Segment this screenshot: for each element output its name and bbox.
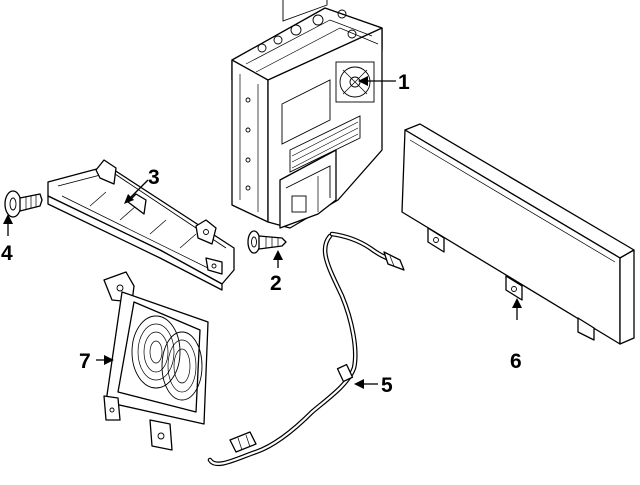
part-3-trim-bracket[interactable] <box>47 159 235 291</box>
part-2-screw[interactable] <box>247 230 287 254</box>
callout-3: 3 <box>124 166 160 204</box>
callout-1: 1 <box>358 71 410 94</box>
callout-5: 5 <box>354 374 393 397</box>
callout-7: 7 <box>79 350 114 373</box>
part-6-display-unit[interactable] <box>401 123 635 345</box>
part-4-screw[interactable] <box>4 190 43 218</box>
callout-6-label: 6 <box>510 350 522 373</box>
callout-2-label: 2 <box>270 272 282 295</box>
part-1-radio-module[interactable] <box>231 0 383 229</box>
callout-4: 4 <box>1 214 13 265</box>
callout-3-label: 3 <box>148 166 160 189</box>
callout-1-label: 1 <box>398 71 410 94</box>
part-5-wiring-harness[interactable] <box>207 231 405 467</box>
callout-5-label: 5 <box>381 374 393 397</box>
part-7-speaker[interactable] <box>103 271 209 451</box>
callout-6: 6 <box>510 298 522 373</box>
callout-4-label: 4 <box>1 242 13 265</box>
callout-7-label: 7 <box>79 350 91 373</box>
callout-2: 2 <box>270 250 283 295</box>
